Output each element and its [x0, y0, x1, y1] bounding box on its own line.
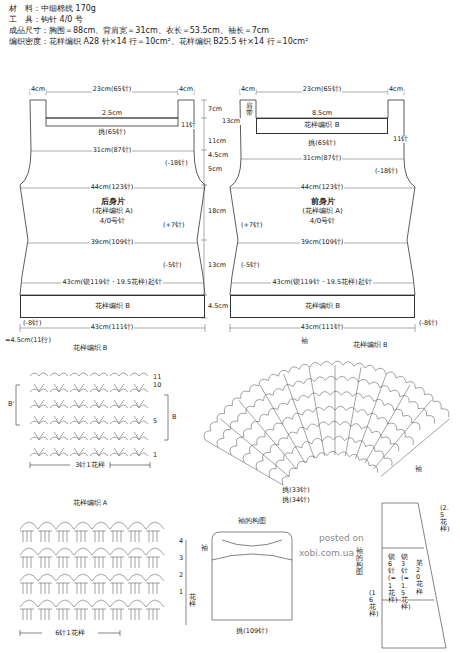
material-note: (-18针) — [164, 160, 189, 167]
header-note: 成品尺寸：胸围＝88cm、背肩宽＝31cm、衣长＝53.5cm、袖长＝7cm — [8, 26, 270, 35]
piece-note: (花样编织 A) — [91, 207, 133, 217]
material-note: 4.5cm — [207, 152, 229, 159]
material-note: 11针 — [180, 122, 197, 129]
material-note: (-18针) — [374, 168, 399, 175]
material-note: (+7针) — [162, 222, 186, 229]
piece-note: (花样编织 A) — [301, 207, 343, 217]
header-note: 材 料：中细棉线 170g — [8, 4, 97, 13]
dimension-label: 花样编织 B — [72, 345, 109, 352]
material-note: 袖 — [200, 545, 209, 552]
piece-note: 4/0号针 — [99, 217, 126, 227]
dimension-label: 23cm(65针) — [92, 86, 133, 93]
dimension-label: 39cm(109针) — [90, 239, 135, 246]
stitch-stroke — [204, 361, 450, 485]
material-note: 13cm — [207, 262, 227, 269]
vertical-label: 第20花样 — [416, 560, 423, 596]
pattern-band: 花样编织 B — [230, 295, 415, 318]
material-note: B — [171, 414, 177, 421]
dimension-label: 43cm(锁119针・19.5花样)起针 — [61, 279, 162, 286]
vertical-label: (2.5花样) — [440, 505, 447, 534]
material-note: 3 — [178, 555, 184, 562]
dimension-label: 8.5cm — [311, 110, 333, 117]
dimension-label: 挑(65针) — [307, 140, 336, 147]
pattern-band: 花样编织 B — [256, 118, 388, 134]
dimension-label: 6针1花样 — [54, 630, 85, 637]
dimension-label: 44cm(123针) — [300, 184, 345, 191]
watermark: posted on — [318, 533, 365, 543]
material-note: (+7针) — [240, 222, 264, 229]
dimension-label: 39cm(109针) — [300, 239, 345, 246]
material-note: 袖 — [414, 466, 423, 473]
material-note: 11cm — [207, 138, 227, 145]
chart-frames — [16, 385, 446, 648]
material-note: 花样编织 B — [352, 342, 389, 349]
material-note: 13cm — [221, 118, 241, 125]
dimension-label: 43cm(111针) — [90, 324, 135, 331]
material-note: (-5针) — [240, 262, 261, 269]
dimension-label: 4cm — [240, 86, 256, 93]
piece-outlines — [20, 100, 415, 295]
material-note: 7cm — [207, 106, 223, 113]
dimension-label: 4cm — [388, 86, 404, 93]
dimension-label: 4cm — [30, 86, 46, 93]
header-note: 编织密度：花样编织 A28 针×14 行＝10cm²、花样编织 B25.5 针×… — [8, 37, 309, 46]
dimension-label: 43cm(锁119针・19.5花样)起针 — [271, 279, 372, 286]
piece-note: 花样编织 B — [303, 121, 340, 131]
material-note: (-5针) — [162, 262, 183, 269]
vertical-label: (16花样) — [369, 590, 376, 619]
material-note: 11针 — [392, 136, 409, 143]
material-note: 18cm — [207, 208, 227, 215]
material-note: =4.5cm(11行) — [4, 337, 52, 344]
dimension-label: 花样编织 A — [72, 500, 109, 507]
header-note: 工 具：钩针 4/0 号 — [8, 15, 84, 24]
stitch-stroke — [30, 373, 148, 456]
dimension-label: 43cm(111针) — [300, 324, 345, 331]
material-note: 1 — [152, 452, 158, 459]
material-note: 袖 — [300, 338, 309, 345]
material-note: (-8针) — [22, 320, 43, 327]
dimension-label: 挑(65针) — [97, 129, 126, 136]
vertical-label: 肩带 — [246, 103, 253, 117]
material-note: 5 — [152, 418, 158, 425]
dimension-label: 31cm(87针) — [302, 155, 343, 162]
dimension-label: 31cm(87针) — [92, 147, 133, 154]
dimension-label: 23cm(65针) — [302, 86, 343, 93]
material-note: 4.5cm — [207, 303, 229, 310]
material-note: 10 — [152, 382, 162, 389]
material-note: B' — [7, 401, 15, 408]
watermark: xobi.com.ua — [298, 548, 355, 558]
material-note: 4 — [178, 538, 184, 545]
piece-note: 4/0号针 — [309, 217, 336, 227]
piece-title: 前身片 — [310, 196, 336, 207]
dimension-label: 挑(109针) — [235, 628, 268, 635]
material-note: 2 — [178, 572, 184, 579]
piece-note: 花样编织 B — [94, 302, 131, 312]
vertical-label: 花样 — [189, 594, 196, 608]
dimension-label: 挑(33针) — [281, 487, 310, 494]
piece-note: 花样编织 B — [304, 302, 341, 312]
vertical-label: 锁6针(=1花样) — [388, 554, 395, 604]
material-note: (-8针) — [418, 320, 439, 327]
dimension-lines — [20, 89, 415, 344]
dimension-label: 袖的构图 — [237, 518, 267, 525]
dimension-label: 44cm(123针) — [90, 184, 135, 191]
vertical-label: 袖的构图 — [356, 548, 363, 577]
pattern-band: 花样编织 B — [20, 295, 205, 318]
material-note: 5cm — [207, 166, 223, 173]
stitch-stroke — [20, 522, 164, 620]
dimension-label: 2.5cm — [101, 110, 123, 117]
material-note: 1 — [178, 589, 184, 596]
dimension-label: 3针1花样 — [74, 462, 105, 469]
vertical-label: 锁3针(=1.5花样) — [401, 554, 408, 611]
dimension-label: 4cm — [178, 86, 194, 93]
stitch-symbols — [20, 361, 450, 620]
material-note: 11 — [152, 374, 162, 381]
dimension-label: 挑(34针) — [281, 497, 310, 504]
piece-title: 后身片 — [100, 196, 126, 207]
